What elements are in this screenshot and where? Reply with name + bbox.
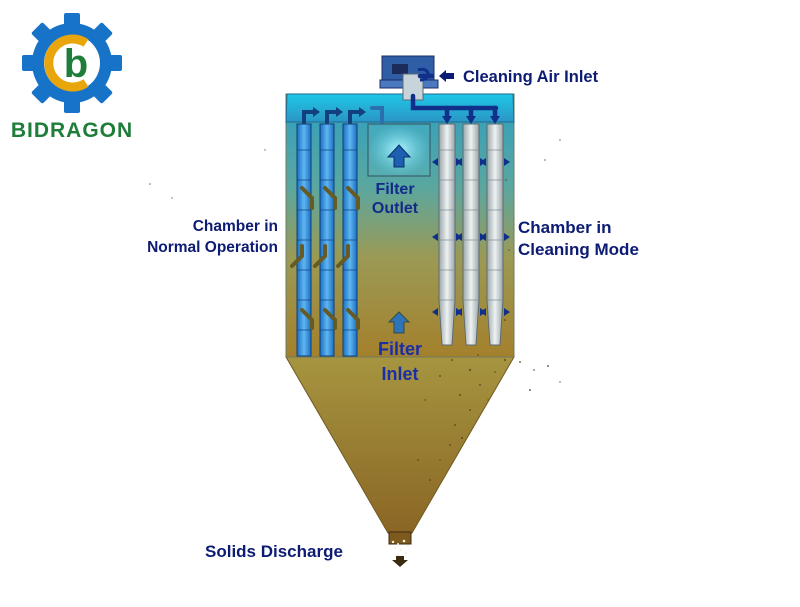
- inlet-up-arrow-icon: [387, 311, 411, 334]
- pulse-down-arrow-icon: [490, 116, 500, 124]
- pulse-down-arrow-icon: [442, 116, 452, 124]
- filter-bag: [462, 123, 480, 346]
- pulse-down-arrow-icon: [466, 116, 476, 124]
- discharge-arrow-icon: [392, 556, 408, 567]
- bidragon-logo: b BIDRAGON: [11, 13, 133, 142]
- cleaning-air-inlet-arrow-icon: [439, 70, 454, 82]
- chamber-normal-line2: Normal Operation: [147, 239, 278, 256]
- dust-collector: [149, 55, 561, 567]
- filter-bag: [438, 123, 456, 346]
- filter-outlet-label: Filter Outlet: [365, 180, 425, 218]
- solids-discharge-label: Solids Discharge: [205, 542, 343, 561]
- chamber-cleaning-line2: Cleaning Mode: [518, 240, 639, 259]
- filter-inlet-label: Filter Inlet: [372, 337, 428, 387]
- flow-arrow-icon: [359, 107, 366, 117]
- cleaning-air-inlet-label: Cleaning Air Inlet: [463, 68, 599, 86]
- filter-inlet-line2: Inlet: [381, 364, 419, 384]
- chamber-cleaning-line1: Chamber in: [518, 218, 612, 237]
- filter-inlet-line1: Filter: [377, 339, 422, 359]
- filter-outlet-line1: Filter: [375, 181, 415, 198]
- filter-bags-cleaning: [438, 123, 504, 346]
- discharge-spout: [388, 531, 412, 545]
- bag-pulse-arrows: [432, 158, 510, 316]
- chamber-cleaning-label: Chamber in Cleaning Mode: [518, 217, 639, 261]
- normal-flow-arrows: [302, 106, 384, 124]
- chamber-normal-line1: Chamber in: [192, 218, 278, 235]
- outlet-up-arrow-icon: [386, 144, 412, 168]
- gear-icon: b: [22, 13, 122, 113]
- filter-bags-normal: [296, 123, 358, 357]
- clean-air-plenum: [285, 93, 515, 123]
- flow-arrow-icon: [313, 107, 320, 117]
- filter-outlet-line2: Outlet: [371, 200, 419, 217]
- bag-entry-arrows: [290, 186, 360, 330]
- pulse-valve-arrow-icon: [417, 67, 430, 82]
- flow-arrow-icon: [336, 107, 343, 117]
- chamber-normal-label: Chamber in Normal Operation: [120, 216, 278, 258]
- brand-name: BIDRAGON: [11, 119, 133, 142]
- filter-bag: [486, 123, 504, 346]
- pulse-valve: [392, 64, 408, 74]
- logo-letter: b: [64, 42, 88, 86]
